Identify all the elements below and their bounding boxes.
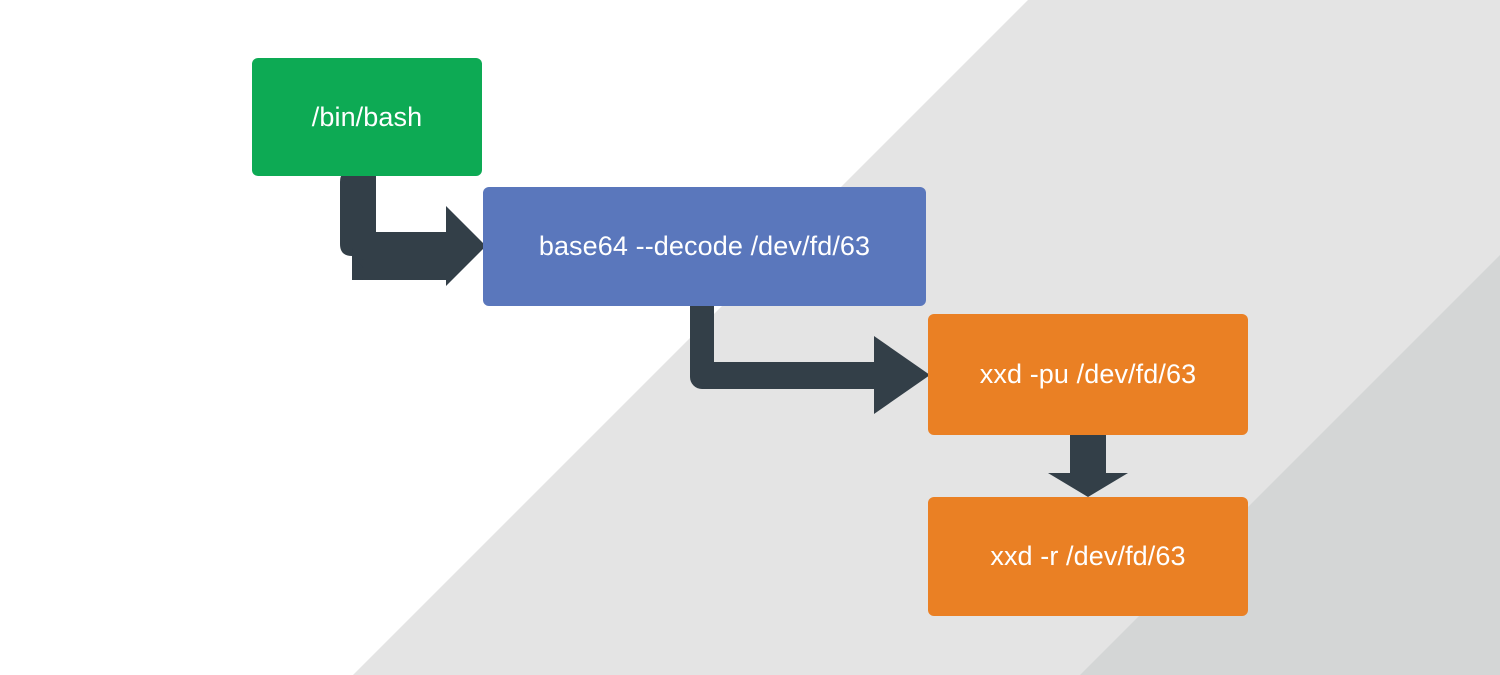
node-bin-bash[interactable]: /bin/bash xyxy=(252,58,482,176)
node-label-base64-decode: base64 --decode /dev/fd/63 xyxy=(538,231,871,262)
node-label-xxd-r: xxd -r /dev/fd/63 xyxy=(990,541,1186,572)
node-xxd-r[interactable]: xxd -r /dev/fd/63 xyxy=(928,497,1248,616)
node-xxd-pu[interactable]: xxd -pu /dev/fd/63 xyxy=(928,314,1248,435)
node-label-bin-bash: /bin/bash xyxy=(311,101,423,132)
node-label-xxd-pu: xxd -pu /dev/fd/63 xyxy=(979,359,1197,390)
node-base64-decode[interactable]: base64 --decode /dev/fd/63 xyxy=(483,187,926,306)
